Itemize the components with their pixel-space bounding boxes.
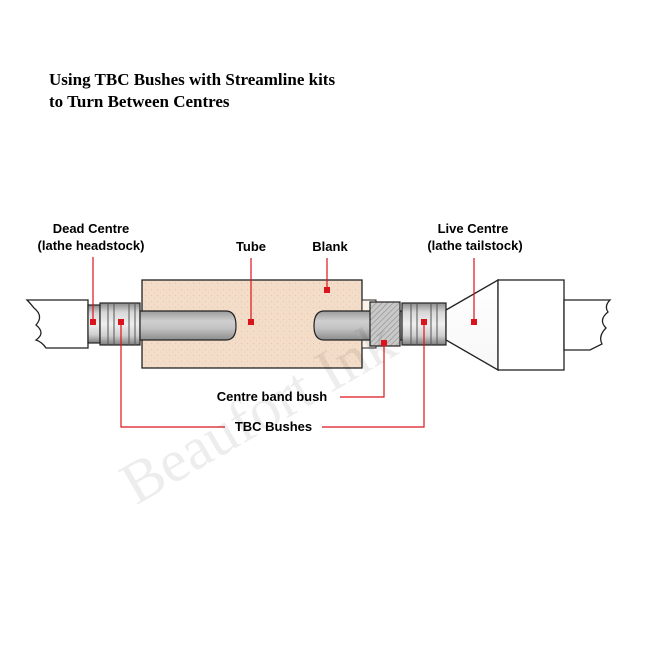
leader-tbc-left (120, 323, 225, 428)
label-centre-band-bush: Centre band bush (216, 389, 328, 404)
diagram-title-line-1: Using TBC Bushes with Streamline kits (49, 70, 336, 89)
leader-centre-band-bush (340, 342, 385, 398)
leader-tbc-right (322, 323, 425, 428)
label-blank: Blank (312, 239, 348, 254)
label-dead-centre-sub: (lathe headstock) (37, 238, 145, 253)
tbc-bush-left (99, 302, 141, 346)
label-live-centre: Live Centre (437, 221, 509, 236)
label-dead-centre: Dead Centre (52, 221, 130, 236)
leader-lines (92, 257, 475, 428)
centre-band-bush (369, 301, 401, 347)
diagram-title-line-2: to Turn Between Centres (49, 92, 230, 111)
leader-markers (90, 287, 477, 346)
live-centre (445, 278, 612, 372)
label-tbc-bushes: TBC Bushes (234, 419, 313, 434)
label-live-centre-sub: (lathe tailstock) (427, 238, 523, 253)
dead-centre-shaft (25, 299, 89, 349)
label-tube: Tube (235, 239, 267, 254)
